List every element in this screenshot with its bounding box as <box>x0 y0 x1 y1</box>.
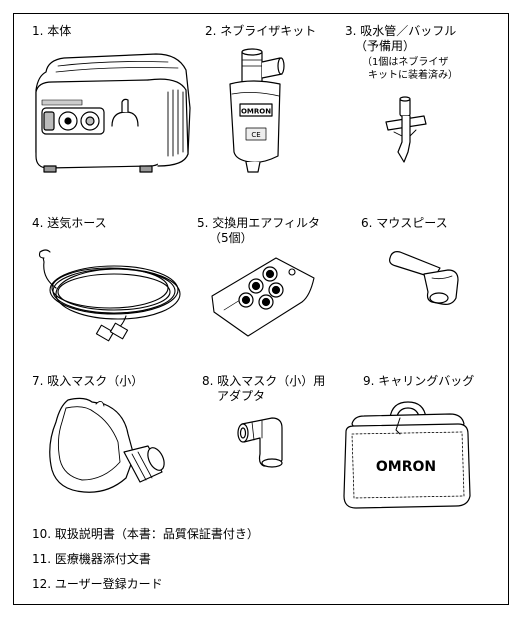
item-3-label-2: （予備用） <box>355 39 416 53</box>
item-3-note-2: キットに装着済み） <box>368 70 458 81</box>
item-12-label: 12. ユーザー登録カード <box>32 577 163 591</box>
item-8-label: 8. 吸入マスク（小）用 <box>202 374 326 388</box>
item-5-label-2: （5個） <box>209 231 253 245</box>
mask-adapter-illustration <box>237 417 283 468</box>
nebulizer-kit-illustration: OMRON CE <box>229 48 285 173</box>
item-6-label: 6. マウスピース <box>361 216 448 230</box>
item-11-label: 11. 医療機器添付文書 <box>32 552 151 566</box>
compressor-unit-illustration <box>35 53 191 173</box>
item-4-label: 4. 送気ホース <box>32 216 107 230</box>
item-2-label: 2. ネブライザキット <box>205 24 317 38</box>
item-1-label: 1. 本体 <box>32 24 72 38</box>
air-hose-illustration <box>38 249 181 342</box>
item-9-label: 9. キャリングバッグ <box>363 374 475 388</box>
contents-frame <box>13 13 509 605</box>
item-5-label: 5. 交換用エアフィルタ <box>197 216 321 230</box>
item-7-label: 7. 吸入マスク（小） <box>32 374 144 388</box>
kit-logo-text: OMRON <box>241 108 271 116</box>
kit-marking-text: CE <box>251 131 260 139</box>
item-3-note-1: （1個はネブライザ <box>362 57 449 68</box>
mask-small-illustration <box>49 397 165 493</box>
item-8-label-2: アダプタ <box>217 389 266 403</box>
bag-logo-text: OMRON <box>376 459 436 475</box>
mouthpiece-illustration <box>389 251 459 305</box>
air-filters-illustration <box>211 257 315 337</box>
carrying-bag-illustration: OMRON <box>343 401 471 509</box>
item-10-label: 10. 取扱説明書（本書：品質保証書付き） <box>32 527 259 541</box>
item-3-label: 3. 吸水管／バッフル <box>345 24 457 38</box>
baffle-illustration <box>385 96 427 163</box>
